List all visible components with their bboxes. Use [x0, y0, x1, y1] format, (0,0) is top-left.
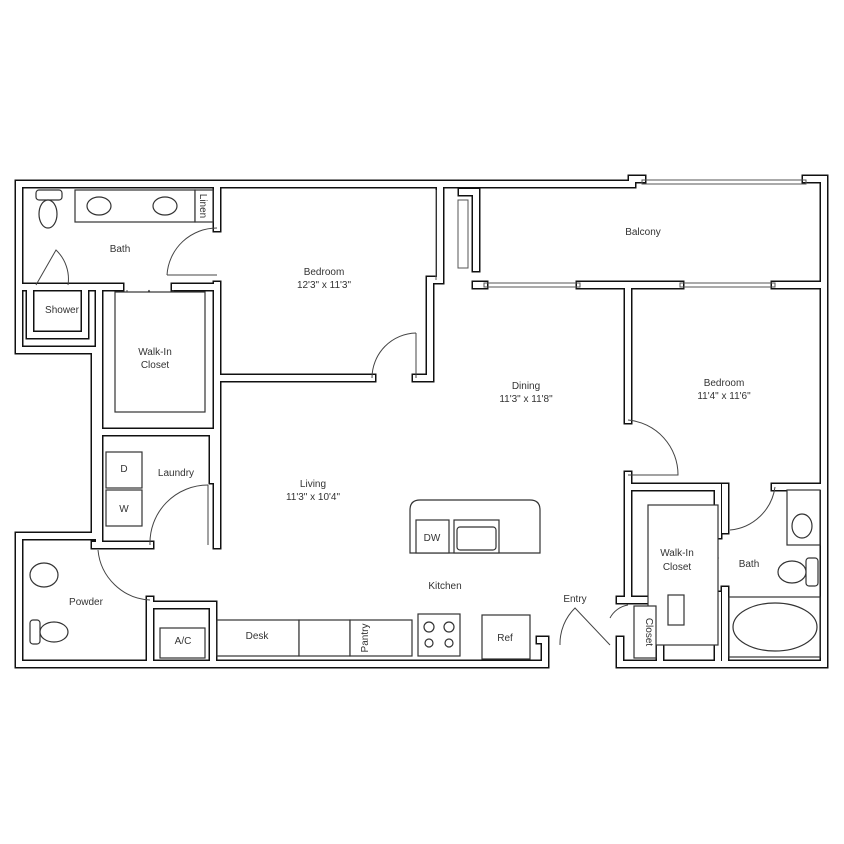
wall-inner: [617, 176, 827, 667]
label-bedroom-1: Bedroom: [304, 267, 345, 278]
wall-inner: [413, 185, 443, 381]
label-laundry: Laundry: [158, 468, 194, 479]
label-closet-1b: Closet: [141, 360, 170, 371]
label-bath: Bath: [110, 244, 131, 255]
wall-inner: [147, 602, 216, 667]
label-living-size: 11'3" x 10'4": [286, 492, 341, 503]
label-bedroom-2-size: 11'4" x 11'6": [697, 391, 751, 402]
label-bath-2: Bath: [739, 559, 760, 570]
label-closet-2: Walk-In: [660, 548, 694, 559]
label-shower: Shower: [45, 305, 80, 316]
fixtures: [29, 189, 821, 660]
label-dining: Dining: [512, 381, 540, 392]
label-living: Living: [300, 479, 326, 490]
sink-icon: [86, 196, 112, 216]
label-dw: DW: [424, 533, 441, 544]
sink-icon: [152, 196, 178, 216]
label-powder: Powder: [69, 597, 104, 608]
label-dryer: D: [120, 464, 127, 475]
sink-icon: [791, 513, 813, 539]
label-kitchen: Kitchen: [428, 581, 461, 592]
toilet-icon: [777, 560, 807, 584]
label-closet-1: Walk-In: [138, 347, 172, 358]
burner-icon: [423, 621, 435, 633]
wall-inner: [16, 347, 548, 667]
label-closet-2b: Closet: [663, 562, 692, 573]
wall-inner: [16, 176, 645, 353]
label-linen: Linen: [197, 194, 208, 218]
toilet-icon: [39, 621, 69, 643]
toilet-icon: [38, 199, 58, 229]
label-washer: W: [119, 504, 129, 515]
label-ac: A/C: [175, 636, 192, 647]
label-balcony: Balcony: [625, 227, 661, 238]
label-bedroom-1-size: 12'3" x 11'3": [297, 280, 352, 291]
label-bedroom-2: Bedroom: [704, 378, 745, 389]
windows: [435, 179, 807, 288]
label-entry: Entry: [563, 594, 586, 605]
label-ref: Ref: [497, 633, 513, 644]
sink-icon: [29, 562, 59, 588]
room-labels: Bath Linen Shower Bedroom 12'3" x 11'3" …: [45, 194, 759, 653]
label-pantry: Pantry: [360, 624, 371, 653]
label-dining-size: 11'3" x 11'8": [499, 394, 553, 405]
label-entry-closet: Closet: [643, 618, 654, 647]
wall-inner: [27, 284, 88, 338]
bathtub-icon: [732, 602, 818, 652]
label-desk: Desk: [246, 631, 270, 642]
